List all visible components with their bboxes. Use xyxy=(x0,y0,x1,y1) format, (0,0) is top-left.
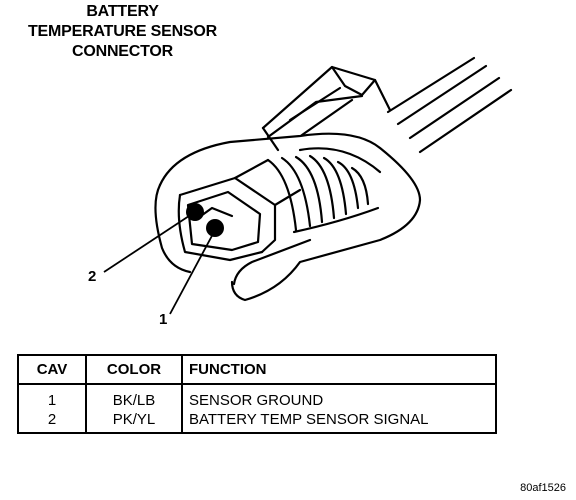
title-line-2: TEMPERATURE SENSOR xyxy=(27,23,217,40)
table-row: 2 PK/YL BATTERY TEMP SENSOR SIGNAL xyxy=(17,410,497,434)
connector-ribs xyxy=(266,147,382,234)
figure-code: 80af1526 xyxy=(520,482,566,494)
cell-cav: 1 xyxy=(17,384,87,410)
title-line-3: CONNECTOR xyxy=(71,43,174,60)
header-cav: CAV xyxy=(17,354,87,385)
pin-function-table: CAV COLOR FUNCTION 1 BK/LB SENSOR GROUND… xyxy=(17,354,497,434)
locking-tab xyxy=(261,65,392,152)
cell-color: BK/LB xyxy=(85,384,183,410)
cell-function: SENSOR GROUND xyxy=(181,384,497,410)
leader-line-2 xyxy=(103,213,193,273)
table-header-row: CAV COLOR FUNCTION xyxy=(17,354,497,385)
wire-harness xyxy=(386,56,513,154)
leader-line-1 xyxy=(169,231,215,315)
title-line-1: BATTERY xyxy=(86,3,159,20)
pin-2-callout: 2 xyxy=(88,268,97,285)
cavity-1 xyxy=(206,219,224,237)
header-color: COLOR xyxy=(85,354,183,385)
cell-cav: 2 xyxy=(17,410,87,434)
diagram-title: BATTERY TEMPERATURE SENSOR CONNECTOR xyxy=(0,2,245,62)
cavity-2 xyxy=(186,203,204,221)
terminal-housing xyxy=(177,158,302,262)
connector-shell xyxy=(154,132,422,302)
pin-1-callout: 1 xyxy=(159,311,168,328)
cell-function: BATTERY TEMP SENSOR SIGNAL xyxy=(181,410,497,434)
header-function: FUNCTION xyxy=(181,354,497,385)
table-row: 1 BK/LB SENSOR GROUND xyxy=(17,384,497,410)
cell-color: PK/YL xyxy=(85,410,183,434)
